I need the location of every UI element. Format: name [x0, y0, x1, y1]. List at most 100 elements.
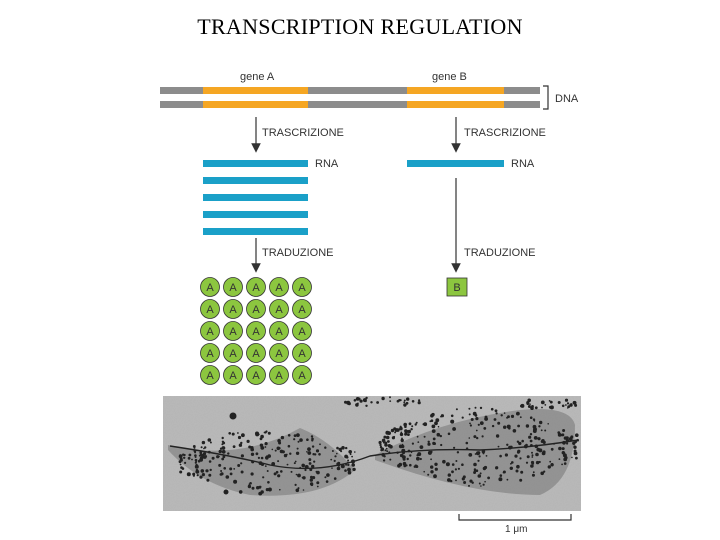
rnp-particle	[221, 436, 224, 440]
rnp-particle	[336, 466, 341, 471]
rnp-particle	[401, 444, 405, 449]
rnp-particle	[506, 478, 509, 481]
rnp-particle	[401, 443, 404, 446]
rnp-particle	[353, 399, 357, 402]
rnp-particle	[384, 449, 387, 452]
rnp-particle	[312, 476, 316, 480]
rnp-particle	[478, 455, 481, 458]
rnp-particle	[331, 467, 333, 469]
translation-label-b: TRADUZIONE	[464, 247, 536, 259]
rnp-particle	[507, 415, 510, 419]
rnp-particle	[178, 454, 183, 459]
rnp-particle	[475, 429, 478, 432]
rnp-particle	[293, 438, 296, 441]
rnp-particle	[397, 464, 401, 468]
protein-a-letter: A	[206, 282, 214, 294]
rnp-particle	[409, 463, 412, 467]
rnp-particle	[504, 453, 508, 457]
protein-a-molecule	[246, 343, 266, 363]
rnp-particle	[179, 458, 183, 462]
protein-a-molecule	[223, 321, 243, 341]
rnp-particles	[178, 396, 579, 496]
rnp-particle	[340, 464, 345, 469]
rnp-particle	[306, 451, 308, 453]
rnp-particle	[427, 440, 430, 443]
rnp-particle	[434, 462, 438, 466]
rnp-particle	[417, 441, 420, 443]
rnp-particle	[549, 400, 553, 404]
rnp-particle	[381, 396, 385, 401]
rnp-particle	[427, 442, 431, 446]
rnp-particle	[331, 450, 334, 452]
rnp-particle	[530, 464, 534, 468]
rnp-particle	[398, 399, 401, 402]
rnp-particle	[497, 445, 500, 448]
rnp-particle	[510, 462, 512, 465]
protein-a-molecule	[200, 343, 220, 363]
rnp-particle	[525, 424, 530, 428]
transcription-label-b: TRASCRIZIONE	[464, 127, 546, 139]
rnp-particle	[477, 451, 481, 455]
rnp-particle	[535, 460, 540, 465]
rnp-particle	[469, 424, 472, 427]
rnp-particle	[543, 470, 546, 473]
protein-a-letter: A	[275, 370, 283, 382]
rnp-particle	[385, 447, 388, 450]
gene-a-label: gene A	[240, 71, 275, 83]
rnp-particle	[267, 431, 271, 435]
rnp-particle	[547, 423, 549, 425]
rnp-particle	[518, 441, 522, 446]
rnp-particle	[404, 432, 408, 436]
rnp-particle	[209, 468, 212, 472]
protein-a-letter: A	[229, 370, 237, 382]
rnp-particle	[416, 435, 419, 438]
rnp-particle	[240, 454, 244, 458]
rnp-particle	[385, 435, 390, 440]
rnp-particle	[277, 474, 281, 478]
rnp-particle	[296, 447, 299, 450]
transcription-label-a: TRASCRIZIONE	[262, 127, 344, 139]
rnp-particle	[197, 459, 201, 463]
rnp-particle	[497, 421, 501, 425]
rnp-particle	[566, 442, 569, 445]
protein-a-letter: A	[298, 326, 306, 338]
rnp-particle	[263, 431, 266, 434]
rnp-particle	[389, 444, 393, 449]
rnp-particle	[575, 433, 579, 438]
rnp-particle	[417, 452, 422, 457]
rnp-particle	[347, 467, 351, 472]
rnp-particle	[399, 426, 403, 431]
rnp-particle	[410, 451, 413, 454]
rnp-particle	[264, 442, 268, 446]
rnp-particle	[209, 441, 212, 444]
rnp-particle	[500, 414, 503, 417]
rnp-particle	[296, 433, 300, 437]
electron-micrograph	[163, 396, 581, 511]
rnp-particle	[246, 439, 250, 443]
rnp-particle	[570, 403, 573, 406]
rnp-particle	[417, 401, 421, 405]
rnp-particle	[310, 435, 314, 438]
rnp-particle	[211, 456, 215, 460]
rnp-particle	[309, 478, 313, 482]
rnp-particle	[341, 446, 345, 450]
rnp-particle	[218, 450, 222, 454]
rnp-particle	[365, 396, 368, 400]
rnp-particle	[227, 452, 230, 455]
rnp-particle	[383, 455, 386, 458]
rnp-particle	[333, 477, 337, 480]
rnp-particle	[345, 463, 348, 466]
rnp-particle	[294, 483, 297, 486]
rnp-particle	[232, 445, 236, 448]
rnp-particle	[195, 461, 197, 463]
protein-a-molecule	[223, 365, 243, 385]
rnp-particle	[503, 412, 506, 414]
rnp-particle	[487, 476, 490, 480]
rnp-particle	[386, 450, 389, 453]
rnp-particle	[509, 466, 513, 470]
rnp-particle	[432, 441, 436, 445]
rnp-particle	[201, 473, 205, 477]
rnp-particle	[231, 432, 235, 436]
rnp-particle	[267, 481, 270, 484]
rnp-particle	[295, 488, 300, 493]
